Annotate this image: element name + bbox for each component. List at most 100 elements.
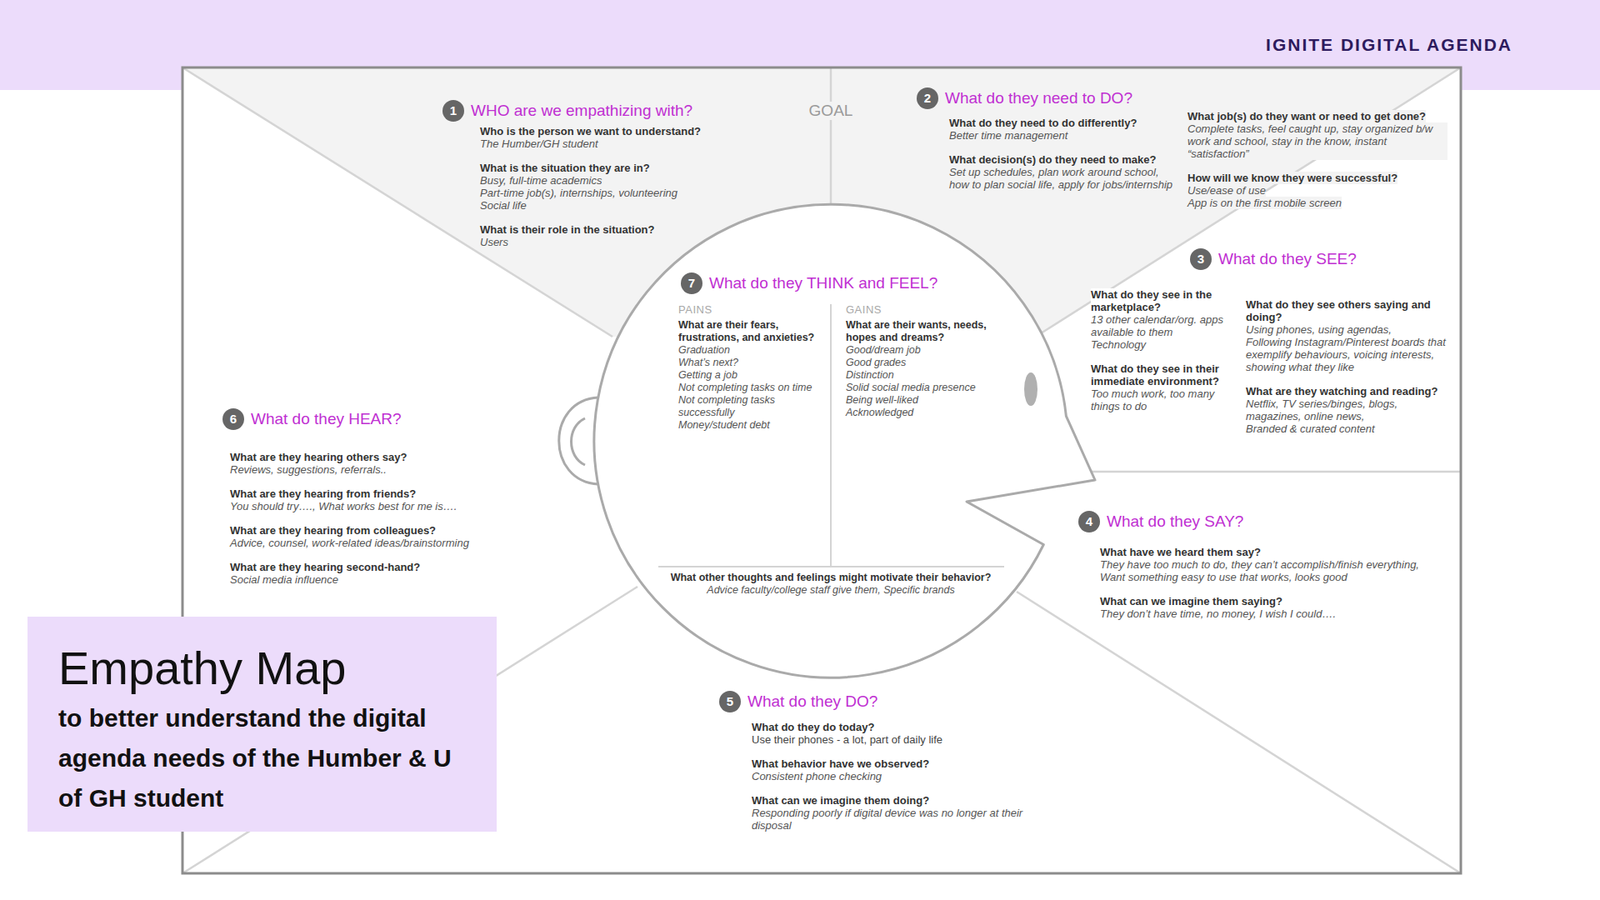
answer-text: Busy, full-time academics [480,174,602,187]
question-text: What have we heard them say? [1100,545,1261,559]
callout-number: 6 [222,408,245,430]
answer-text: Social life [480,199,527,212]
text-column: What are they hearing others say?Reviews… [230,450,530,586]
question-text: What other thoughts and feelings might m… [670,571,992,585]
text-column: What job(s) do they want or need to get … [1187,110,1448,210]
caption-title: Empathy Map [58,641,347,695]
answer-text: Want something easy to use that works, l… [1100,570,1348,584]
text-column: What other thoughts and feelings might m… [643,571,1019,597]
heading-row: 1WHO are we empathizing with? [442,100,693,122]
answer-text: Consistent phone checking [751,770,882,783]
column-label: PAINS [678,303,713,316]
question-text: What are they watching and reading? [1245,385,1438,398]
answer-text: They have too much to do, they can’t acc… [1100,558,1420,571]
question-text: What do they see in the marketplace? [1090,288,1235,314]
heading-row: 4 What do they SAY? [1078,510,1244,533]
answer-text: Set up schedules, plan work around schoo… [949,165,1179,191]
ear-inner [571,418,586,465]
answer-text: Complete tasks, feel caught up, stay org… [1187,122,1448,160]
answer-text: App is on the first mobile screen [1187,196,1342,210]
map-section: 4 What do they SAY? What have we heard the… [1078,510,1420,620]
heading-row: 3 What do they SEE? [1190,248,1357,270]
answer-text: Graduation [678,344,730,357]
question-text: What can we imagine them saying? [1100,595,1283,608]
head-outline [594,204,1095,678]
goal-label: GOAL [806,101,856,120]
answer-text: Advice, counsel, work-related ideas/brai… [230,536,470,550]
answer-text: Following Instagram/Pinterest boards tha… [1245,335,1446,374]
answer-text: Advice faculty/college staff give them, … [706,584,955,597]
divider-line [1016,591,1461,874]
divider-line [1090,470,1461,474]
caption-box: Empathy Mapto better understand the digi… [27,616,497,832]
answer-text: Part-time job(s), internships, volunteer… [480,186,678,200]
section-heading: What do they need to DO? [945,88,1133,109]
answer-text: They don’t have time, no money, I wish I… [1100,607,1336,620]
callout-number: 5 [719,690,741,713]
answer-text: Too much work, too many things to do [1090,387,1235,413]
head-circle: 7What do they THINK and FEEL?PAINSWhat a… [680,272,1013,597]
question-text: What is their role in the situation? [480,223,655,236]
question-text: What are they hearing from friends? [230,487,416,500]
answer-text: Not completing tasks successfully [678,394,827,420]
text-column: What have we heard them say?They have to… [1100,545,1446,620]
answer-text: Solid social media presence [845,381,976,395]
text-column: Empathy Mapto better understand the digi… [58,641,480,819]
answer-text: Users [480,235,509,249]
question-text: What do they see others saying and doing… [1245,298,1446,324]
answer-text: Not completing tasks on time [678,381,813,395]
answer-text: Better time management [949,129,1068,142]
section-heading: What do they SAY? [1106,511,1244,532]
answer-text: Good grades [845,356,906,370]
section-heading: WHO are we empathizing with? [470,100,693,121]
column-label: GAINS [845,303,882,316]
caption-subtitle: to better understand the digital agenda … [58,698,480,819]
question-text: How will we know they were successful? [1187,171,1398,185]
question-text: What do they see in their immediate envi… [1090,362,1235,388]
answer-text: Good/dream job [845,344,921,357]
heading-row: 5 What do they DO? [719,690,878,713]
answer-text: Getting a job [678,369,738,382]
answer-text: Use/ease of use [1187,184,1266,197]
callout-number: 3 [1190,248,1212,270]
answer-text: The Humber/GH student [480,137,599,150]
answer-text: Netflix, TV series/binges, blogs, magazi… [1245,397,1446,423]
text-column: GAINS What are their wants, needs, hopes … [845,303,1013,420]
question-text: What are their fears, frustrations, and … [678,319,827,345]
map-section: 3What do they SEE?What do they see in th… [1190,248,1446,435]
section-heading: What do they DO? [747,691,878,712]
question-text: Who is the person we want to understand? [480,125,701,138]
map-section: 5What do they DO?What do they do today?U… [719,690,1027,832]
text-column: PAINS What are their fears, frustrations,… [678,303,827,432]
section-heading: What do they HEAR? [250,409,402,430]
map-section: 2 What do they need to DO? What do they ne… [916,87,1448,210]
question-text: What decision(s) do they need to make? [949,153,1156,166]
answer-text: Acknowledged [845,406,914,420]
head-eye [1024,372,1038,406]
answer-text: Being well-liked [845,394,919,407]
callout-number: 7 [680,272,703,295]
answer-text: Branded & curated content [1245,422,1375,435]
answer-text: 13 other calendar/org. apps available to… [1090,313,1235,339]
map-section: 6What do they HEAR? What are they hearing… [222,408,470,586]
head-ear [559,397,599,485]
question-text: What behavior have we observed? [751,757,930,770]
question-text: What job(s) do they want or need to get … [1187,110,1426,123]
question-text: What can we imagine them doing? [751,794,930,807]
answer-text: Social media influence [230,573,339,586]
question-text: What are they hearing second-hand? [230,560,420,574]
answer-text: Technology [1090,338,1146,351]
answer-text: What’s next? [678,356,739,370]
section-heading: What do they SEE? [1218,249,1357,270]
heading-row: 2 What do they need to DO? [916,87,1133,110]
question-text: What are they hearing from colleagues? [230,524,436,537]
text-column: What do they need to do differently?Bett… [949,116,1179,191]
question-text: What do they do today? [751,720,875,734]
callout-number: 4 [1078,510,1100,533]
question-text: What is the situation they are in? [480,161,650,175]
text-column: Who is the person we want to understand?… [480,125,797,249]
page-title: IGNITE DIGITAL AGENDA [1265,35,1513,55]
question-text: What are their wants, needs, hopes and d… [845,319,1013,345]
head-divider [658,565,1005,568]
callout-number: 2 [916,87,939,110]
